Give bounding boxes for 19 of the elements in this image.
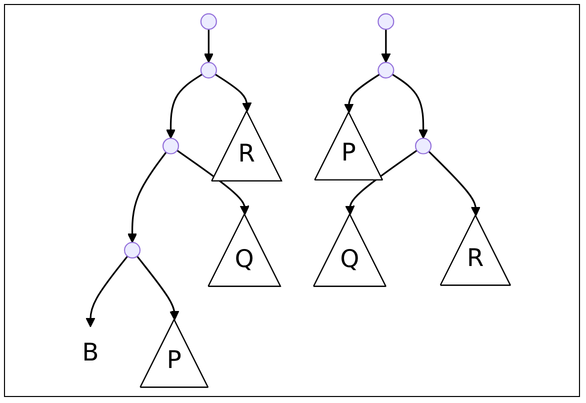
node-text: B [82, 339, 99, 368]
node-point [200, 62, 217, 78]
arrow [176, 150, 250, 216]
arrow [345, 150, 418, 216]
arrow [166, 74, 203, 139]
node-point [124, 242, 140, 258]
frame-border: R Q B P P Q R [4, 4, 580, 397]
arrow [380, 29, 391, 63]
arrow [204, 29, 214, 63]
arrow [214, 74, 252, 112]
arrow [127, 152, 167, 243]
node-point [378, 62, 394, 78]
arrow [428, 150, 480, 216]
arrow [392, 74, 428, 139]
arrow [344, 74, 380, 114]
node-point [162, 138, 179, 154]
arrow [86, 256, 128, 328]
node-point [414, 138, 432, 154]
arrow [136, 256, 180, 320]
